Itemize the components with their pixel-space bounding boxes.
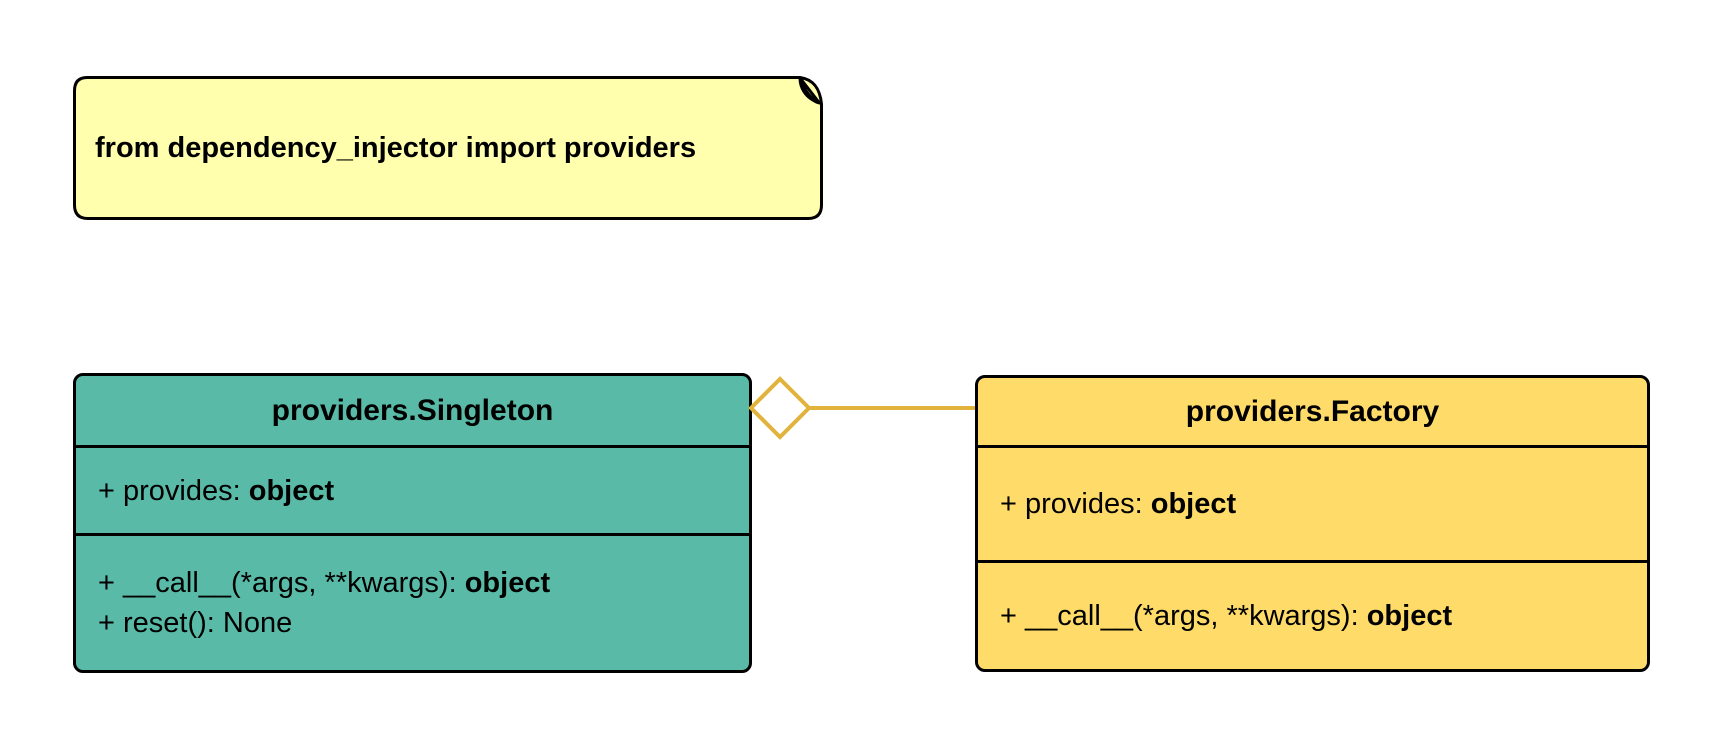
attribute-row: + provides: object (98, 471, 749, 511)
method-return-type: object (1366, 600, 1453, 632)
attribute-row: + provides: object (1000, 484, 1647, 524)
methods-compartment-factory: + __call__(*args, **kwargs): object (978, 563, 1647, 669)
attributes-compartment-singleton: + provides: object (76, 448, 749, 536)
methods-compartment-singleton: + __call__(*args, **kwargs): object + re… (76, 536, 749, 670)
diamond-shape (748, 376, 812, 440)
method-label: + reset(): None (98, 607, 293, 639)
class-box-singleton: providers.Singleton + provides: object +… (73, 373, 752, 673)
aggregation-connector-line (806, 406, 978, 410)
aggregation-diamond-icon (748, 376, 812, 440)
method-row: + __call__(*args, **kwargs): object (1000, 596, 1647, 636)
note-body (73, 76, 823, 220)
attribute-label: + provides: (98, 474, 249, 507)
note-fold-icon (798, 76, 821, 105)
class-title-factory: providers.Factory (978, 378, 1647, 448)
attributes-compartment-factory: + provides: object (978, 448, 1647, 563)
method-row: + reset(): None (98, 603, 749, 643)
note: from dependency_injector import provider… (73, 76, 825, 222)
method-return-type: object (464, 567, 551, 599)
attribute-type: object (1150, 488, 1237, 520)
note-text: from dependency_injector import provider… (95, 131, 697, 164)
method-label: + __call__(*args, **kwargs): (1000, 600, 1367, 632)
note-shape (73, 76, 823, 220)
class-box-factory: providers.Factory + provides: object + _… (975, 375, 1650, 672)
attribute-label: + provides: (1000, 488, 1151, 520)
class-title-singleton: providers.Singleton (76, 376, 749, 448)
method-label: + __call__(*args, **kwargs): (98, 567, 465, 599)
method-row: + __call__(*args, **kwargs): object (98, 563, 749, 603)
attribute-type: object (248, 474, 335, 507)
